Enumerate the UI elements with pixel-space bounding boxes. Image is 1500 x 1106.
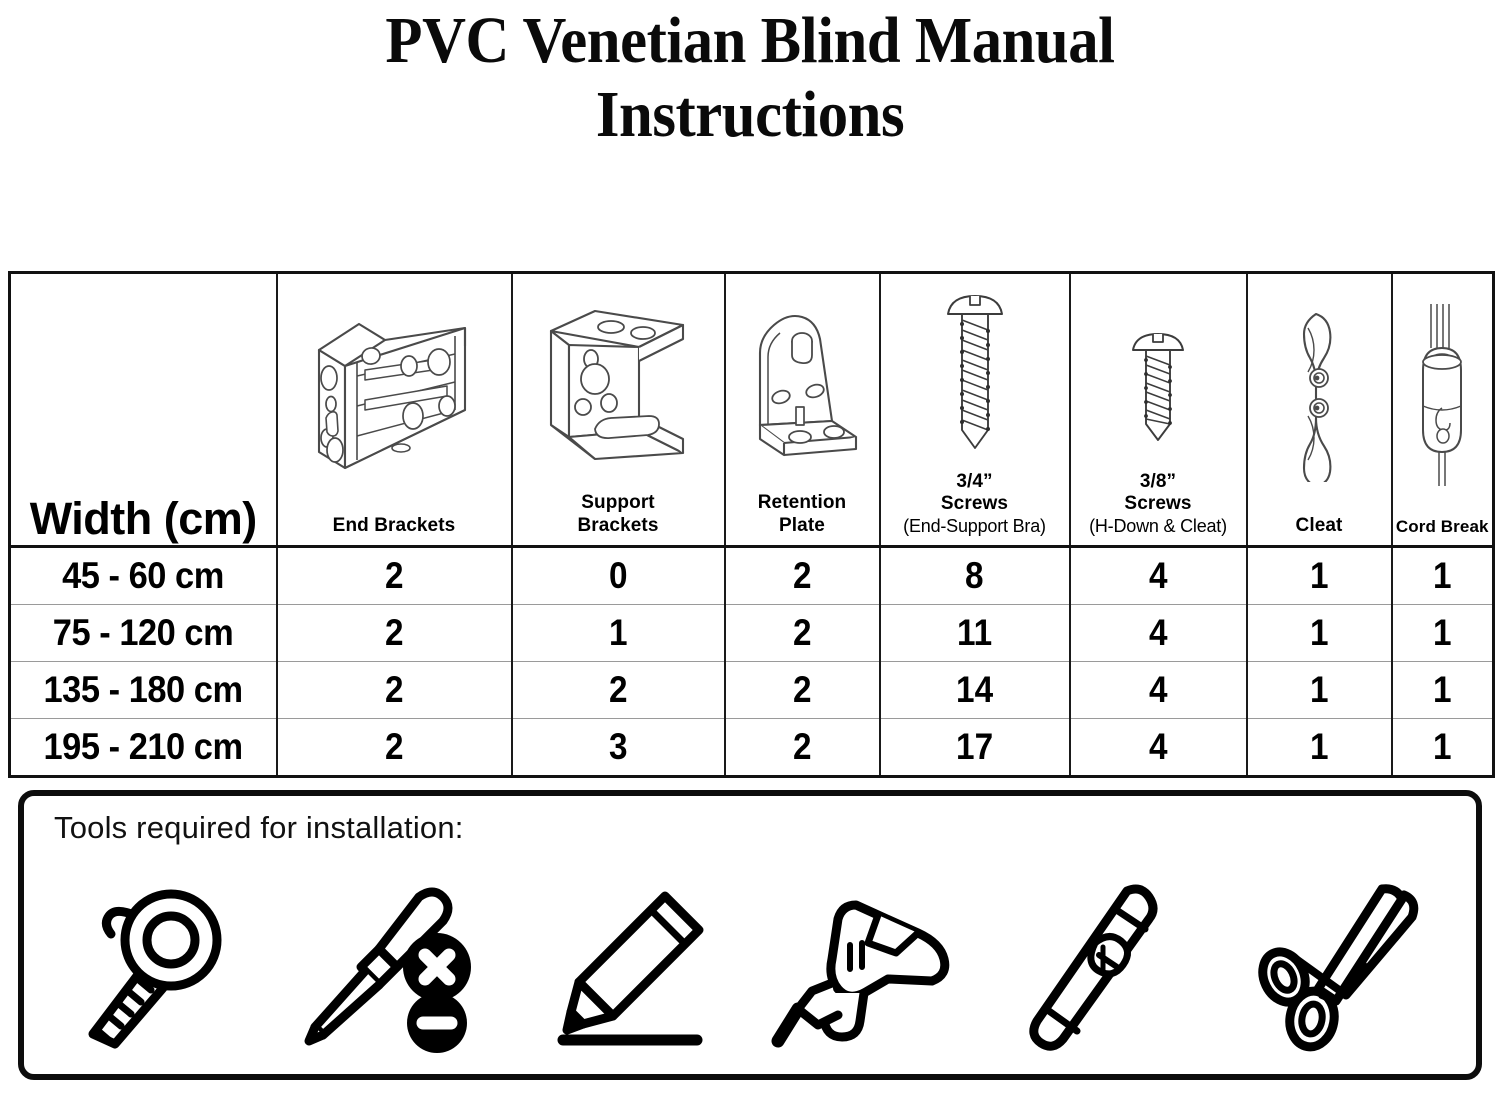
cleat-icon	[1248, 274, 1391, 515]
cell-support-brackets: 3	[510, 718, 726, 777]
cell-screws-38: 4	[1068, 661, 1248, 719]
cell-screws-34: 14	[878, 661, 1071, 719]
column-header-end-brackets: End Brackets	[275, 272, 513, 548]
cell-screws-38: 4	[1068, 604, 1248, 662]
page-title-line-2: Instructions	[595, 77, 905, 151]
retention-plate-icon	[726, 274, 879, 492]
table-header-row: Width (cm)	[8, 272, 1495, 548]
parts-table-container: Width (cm)	[8, 271, 1495, 778]
column-label-cord-break: Cord Break	[1395, 516, 1489, 536]
column-header-retention-plate: Retention Plate	[723, 272, 881, 548]
cell-cleat: 1	[1245, 661, 1393, 719]
column-header-support-brackets: Support Brackets	[510, 272, 726, 548]
parts-table: Width (cm)	[8, 271, 1495, 778]
table-row: 45 - 60 cm 2 0 2 8 4 1 1	[8, 546, 1495, 605]
column-header-cleat: Cleat	[1245, 272, 1393, 548]
tools-required-box: Tools required for installation:	[18, 790, 1482, 1080]
column-label-support-brackets: Support Brackets	[577, 492, 658, 539]
column-label-retention-plate-l1: Retention	[757, 492, 847, 514]
column-label-retention-plate-l2: Plate	[779, 514, 825, 536]
row-width-label: 195 - 210 cm	[8, 718, 278, 777]
column-label-support-brackets-l1: Support	[581, 492, 655, 514]
cell-cord-break: 1	[1390, 546, 1495, 605]
screw-large-icon	[881, 274, 1069, 471]
page-title: PVC Venetian Blind Manual Instructions	[0, 0, 1500, 152]
cell-cleat: 1	[1245, 604, 1393, 662]
width-column-header: Width (cm)	[8, 272, 278, 548]
column-label-screws-38: 3/8” Screws (H-Down & Cleat)	[1089, 471, 1227, 539]
cell-support-brackets: 1	[510, 604, 726, 662]
cell-screws-34: 8	[878, 546, 1071, 605]
cell-support-brackets: 2	[510, 661, 726, 719]
cell-retention-plate: 2	[723, 718, 881, 777]
row-width-label: 45 - 60 cm	[8, 546, 278, 605]
cell-end-brackets: 2	[275, 718, 513, 777]
table-row: 135 - 180 cm 2 2 2 14 4 1 1	[8, 661, 1495, 719]
cell-screws-38: 4	[1068, 718, 1248, 777]
screw-small-icon	[1071, 274, 1246, 471]
cell-retention-plate: 2	[723, 604, 881, 662]
row-width-label: 135 - 180 cm	[8, 661, 278, 719]
cell-cord-break: 1	[1390, 661, 1495, 719]
power-drill-icon	[763, 876, 973, 1061]
cell-cord-break: 1	[1390, 718, 1495, 777]
column-label-end-brackets: End Brackets	[332, 514, 456, 536]
column-label-screws-34-l2: Screws	[940, 493, 1009, 515]
column-header-screws-34: 3/4” Screws (End-Support Bra)	[878, 272, 1071, 548]
cell-screws-34: 17	[878, 718, 1071, 777]
cell-end-brackets: 2	[275, 546, 513, 605]
column-sublabel-screws-34: (End-Support Bra)	[903, 515, 1046, 536]
tools-heading: Tools required for installation:	[54, 810, 464, 845]
column-label-screws-38-l2: Screws	[1124, 493, 1192, 515]
column-label-screws-34: 3/4” Screws (End-Support Bra)	[903, 471, 1046, 539]
cell-screws-38: 4	[1068, 546, 1248, 605]
table-row: 195 - 210 cm 2 3 2 17 4 1 1	[8, 718, 1495, 777]
column-label-support-brackets-l2: Brackets	[577, 514, 659, 536]
scissors-icon	[1235, 876, 1445, 1061]
cell-end-brackets: 2	[275, 661, 513, 719]
table-row: 75 - 120 cm 2 1 2 11 4 1 1	[8, 604, 1495, 662]
column-label-cleat: Cleat	[1295, 514, 1343, 536]
cell-cord-break: 1	[1390, 604, 1495, 662]
column-sublabel-screws-38: (H-Down & Cleat)	[1089, 515, 1227, 536]
cell-retention-plate: 2	[723, 661, 881, 719]
column-header-cord-break: Cord Break	[1390, 272, 1495, 548]
cell-cleat: 1	[1245, 718, 1393, 777]
cord-break-icon	[1393, 274, 1493, 517]
spirit-level-icon	[999, 876, 1209, 1061]
column-header-screws-38: 3/8” Screws (H-Down & Cleat)	[1068, 272, 1248, 548]
end-bracket-icon	[278, 274, 511, 515]
page-title-line-1: PVC Venetian Blind Manual	[385, 4, 1115, 77]
cell-support-brackets: 0	[510, 546, 726, 605]
column-label-screws-34-l1: 3/4”	[956, 470, 993, 492]
pencil-icon	[527, 876, 737, 1061]
column-label-screws-38-l1: 3/8”	[1139, 470, 1177, 492]
cell-retention-plate: 2	[723, 546, 881, 605]
support-bracket-icon	[513, 274, 724, 492]
cell-end-brackets: 2	[275, 604, 513, 662]
tools-icon-row	[24, 868, 1476, 1068]
column-label-retention-plate: Retention Plate	[758, 492, 847, 539]
cell-cleat: 1	[1245, 546, 1393, 605]
tape-measure-icon	[55, 876, 265, 1061]
screwdriver-icon	[291, 876, 501, 1061]
row-width-label: 75 - 120 cm	[8, 604, 278, 662]
cell-screws-34: 11	[878, 604, 1071, 662]
